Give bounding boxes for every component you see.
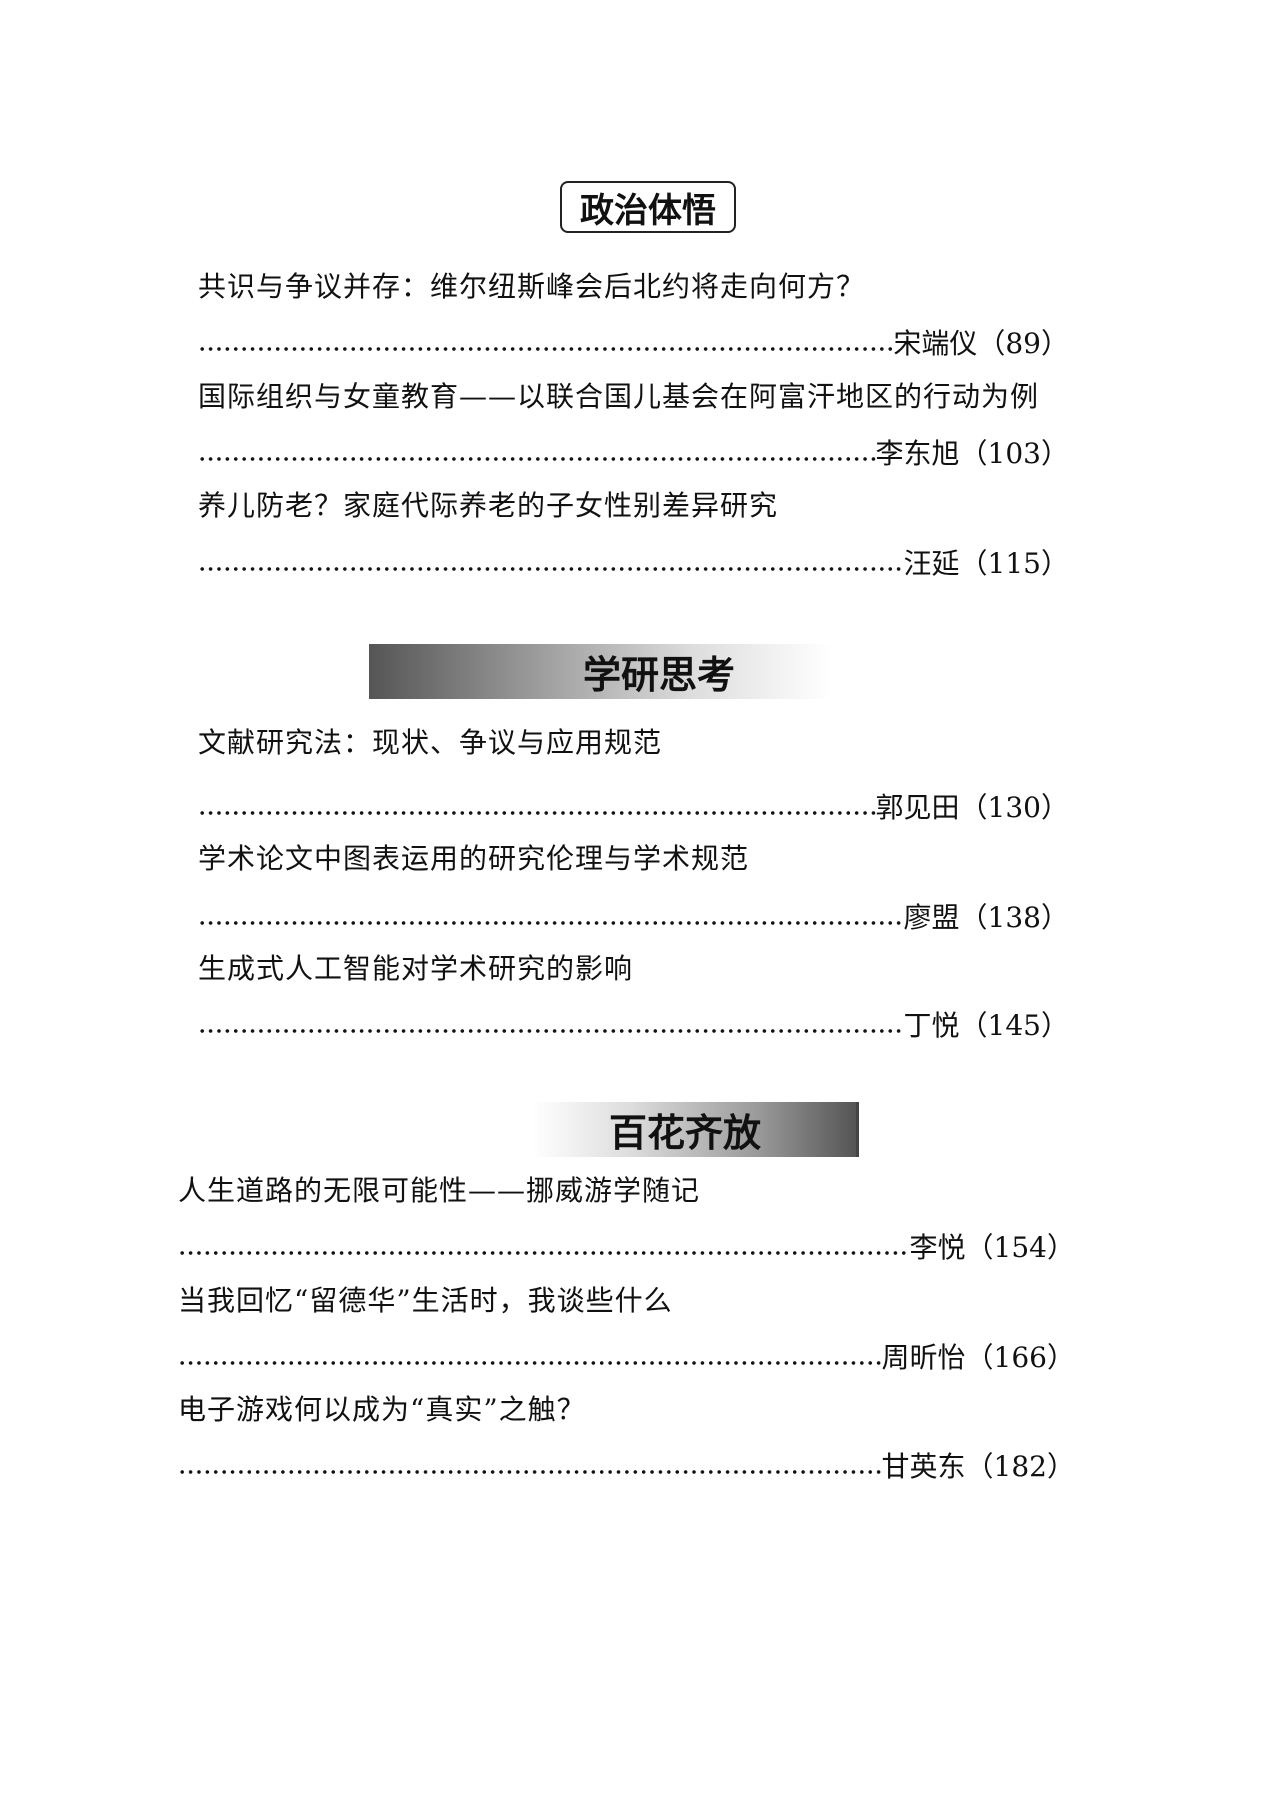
section-heading-research: 学研思考 (369, 644, 831, 699)
toc-page: （154） (965, 1231, 1075, 1264)
toc-leader: 宋端仪（89） (198, 322, 1069, 362)
toc-leader: 周昕怡（166） (178, 1336, 1075, 1376)
dot-leader (178, 1469, 882, 1475)
toc-leader: 汪延（115） (198, 542, 1069, 582)
section-heading-blossoms: 百花齐放 (533, 1102, 859, 1157)
dot-leader (198, 566, 904, 572)
toc-title[interactable]: 人生道路的无限可能性——挪威游学随记 (178, 1174, 701, 1207)
toc-author: 周昕怡 (881, 1341, 966, 1374)
dot-leader (198, 1028, 904, 1034)
toc-author: 李悦 (909, 1231, 966, 1264)
toc-title[interactable]: 电子游戏何以成为“真实”之触？ (178, 1393, 586, 1426)
toc-title[interactable]: 学术论文中图表运用的研究伦理与学术规范 (198, 842, 750, 875)
toc-title[interactable]: 当我回忆“留德华”生活时，我谈些什么 (178, 1284, 673, 1317)
toc-page: （182） (965, 1450, 1075, 1483)
toc-title[interactable]: 文献研究法：现状、争议与应用规范 (198, 726, 663, 759)
toc-page: （138） (959, 901, 1069, 934)
heading-text: 政治体悟 (580, 190, 716, 231)
dot-leader (198, 456, 876, 462)
heading-text: 百花齐放 (609, 1111, 762, 1155)
toc-author: 丁悦 (903, 1009, 960, 1042)
toc-author: 廖盟 (903, 901, 960, 934)
toc-leader: 丁悦（145） (198, 1004, 1069, 1044)
toc-author: 汪延 (903, 547, 960, 580)
toc-author: 宋端仪 (893, 327, 978, 360)
toc-author: 李东旭 (875, 437, 960, 470)
toc-leader: 李悦（154） (178, 1226, 1075, 1266)
dot-leader (198, 920, 904, 926)
section-heading-politics: 政治体悟 (560, 181, 736, 233)
dot-leader (198, 810, 876, 816)
toc-page: （130） (959, 791, 1069, 824)
toc-page: （89） (977, 327, 1069, 360)
heading-text: 学研思考 (583, 653, 736, 697)
toc-author: 郭见田 (875, 791, 960, 824)
toc-page: （103） (959, 437, 1069, 470)
toc-page: （166） (965, 1341, 1075, 1374)
toc-title[interactable]: 共识与争议并存：维尔纽斯峰会后北约将走向何方？ (198, 270, 866, 303)
dot-leader (178, 1360, 882, 1366)
toc-leader: 廖盟（138） (198, 896, 1069, 936)
toc-leader: 李东旭（103） (198, 432, 1069, 472)
toc-leader: 甘英东（182） (178, 1445, 1075, 1485)
toc-page: （145） (959, 1009, 1069, 1042)
toc-title[interactable]: 生成式人工智能对学术研究的影响 (198, 952, 634, 985)
toc-title[interactable]: 国际组织与女童教育——以联合国儿基会在阿富汗地区的行动为例 (198, 380, 1040, 413)
toc-leader: 郭见田（130） (198, 786, 1069, 826)
dot-leader (198, 346, 894, 352)
toc-page: （115） (959, 547, 1069, 580)
toc-author: 甘英东 (881, 1450, 966, 1483)
dot-leader (178, 1250, 910, 1256)
toc-title[interactable]: 养儿防老？家庭代际养老的子女性别差异研究 (198, 489, 779, 522)
